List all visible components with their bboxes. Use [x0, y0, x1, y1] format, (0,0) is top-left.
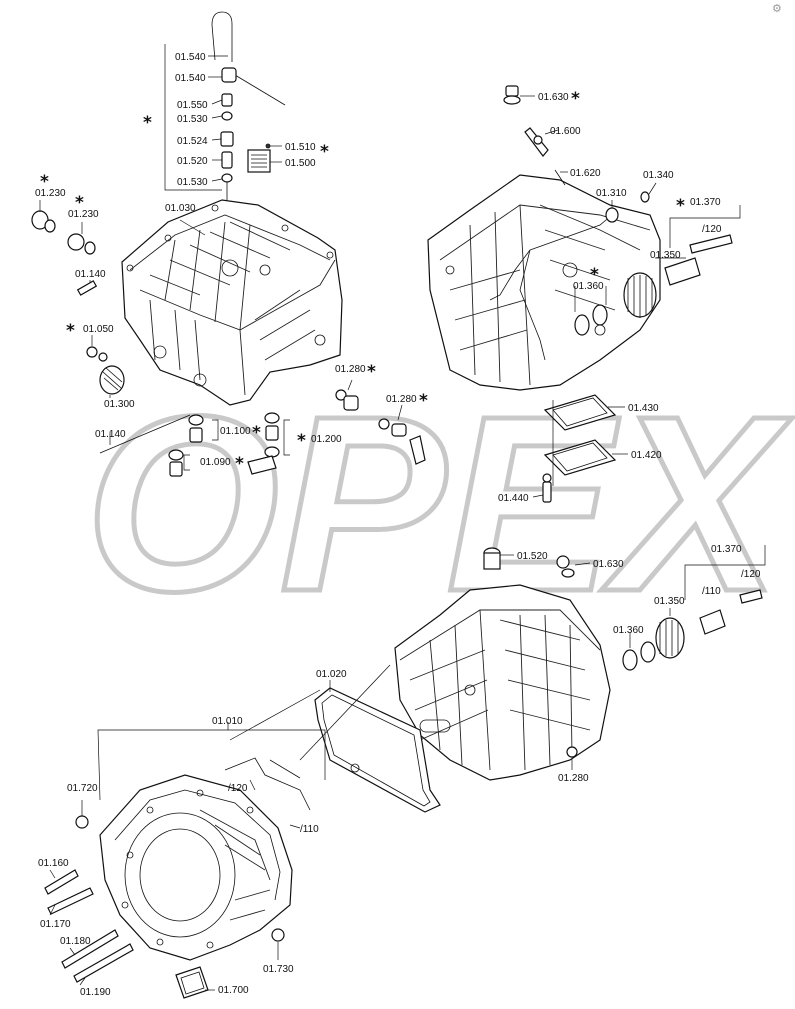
label-01230a: 01.230 — [35, 188, 66, 199]
gearbox-housing-upper-left — [121, 199, 343, 406]
label-01160: 01.160 — [38, 858, 69, 869]
label-01370a: 01.370 — [690, 197, 721, 208]
label-110a: /110 — [702, 586, 721, 597]
label-01510: 01.510 — [285, 142, 316, 153]
label-120a: /120 — [702, 224, 722, 235]
label-01200: 01.200 — [311, 434, 342, 445]
label-01230b: 01.230 — [68, 209, 99, 220]
gearbox-housing-lower-right — [394, 547, 763, 781]
asterisk-icon: * — [235, 454, 244, 474]
label-01540b: 01.540 — [175, 73, 206, 84]
label-120b: /120 — [741, 569, 761, 580]
label-01350b: 01.350 — [654, 596, 685, 607]
label-01440: 01.440 — [498, 493, 529, 504]
label-01100: 01.100 — [220, 426, 251, 437]
asterisk-icon: * — [571, 89, 580, 109]
label-01340: 01.340 — [643, 170, 674, 181]
label-01190: 01.190 — [80, 987, 111, 998]
label-01530a: 01.530 — [177, 114, 208, 125]
label-01524: 01.524 — [177, 136, 208, 147]
label-01280b: 01.280 — [386, 394, 417, 405]
asterisk-icon: * — [320, 142, 329, 162]
label-01500: 01.500 — [285, 158, 316, 169]
label-01530b: 01.530 — [177, 177, 208, 188]
gearbox-housing-upper-right — [427, 174, 661, 391]
label-01360b: 01.360 — [613, 625, 644, 636]
asterisk-icon: * — [367, 362, 376, 382]
label-01090: 01.090 — [200, 457, 231, 468]
label-01630b: 01.630 — [593, 559, 624, 570]
asterisk-icon: * — [590, 265, 599, 285]
label-01370b: 01.370 — [711, 544, 742, 555]
upper-right-small-parts — [503, 85, 733, 503]
label-01140b: 01.140 — [95, 429, 126, 440]
label-01300: 01.300 — [104, 399, 135, 410]
asterisk-icon: * — [143, 113, 152, 133]
asterisk-icon: * — [676, 196, 685, 216]
label-01030: 01.030 — [165, 203, 196, 214]
label-01620: 01.620 — [570, 168, 601, 179]
breather-pipe-assembly — [211, 11, 286, 200]
asterisk-icon: * — [297, 431, 306, 451]
label-01170: 01.170 — [40, 919, 71, 930]
asterisk-markers: * * * * * * * * * * * * * — [40, 89, 685, 474]
label-01280c: 01.280 — [558, 773, 589, 784]
label-01140a: 01.140 — [75, 269, 106, 280]
label-110b: /110 — [300, 824, 319, 835]
label-01520b: 01.520 — [517, 551, 548, 562]
label-01050: 01.050 — [83, 324, 114, 335]
label-01280a: 01.280 — [335, 364, 366, 375]
label-01540a: 01.540 — [175, 52, 206, 63]
asterisk-icon: * — [252, 423, 261, 443]
label-01600: 01.600 — [550, 126, 581, 137]
label-01730: 01.730 — [263, 964, 294, 975]
leader-lines — [39, 44, 766, 991]
left-small-parts — [31, 210, 426, 477]
label-01180: 01.180 — [60, 936, 91, 947]
asterisk-icon: * — [75, 193, 84, 213]
label-01010: 01.010 — [212, 716, 243, 727]
asterisk-icon: * — [66, 321, 75, 341]
label-01700: 01.700 — [218, 985, 249, 996]
watermark-text: OPEX — [85, 364, 793, 643]
clutch-bell-housing — [99, 757, 311, 961]
label-01350a: 01.350 — [650, 250, 681, 261]
corner-gear-icon: ⚙ — [772, 2, 782, 15]
label-01020: 01.020 — [316, 669, 347, 680]
label-01430: 01.430 — [628, 403, 659, 414]
label-01720: 01.720 — [67, 783, 98, 794]
part-labels: 01.540 01.540 01.550 01.530 01.524 01.52… — [35, 52, 761, 998]
bell-housing-bolts — [44, 815, 285, 999]
gasket-01020 — [314, 687, 441, 813]
label-01550: 01.550 — [177, 100, 208, 111]
asterisk-icon: * — [419, 391, 428, 411]
label-01360a: 01.360 — [573, 281, 604, 292]
label-01420: 01.420 — [631, 450, 662, 461]
label-01630a: 01.630 — [538, 92, 569, 103]
label-120c: /120 — [228, 783, 248, 794]
label-01520a: 01.520 — [177, 156, 208, 167]
asterisk-icon: * — [40, 172, 49, 192]
label-01310: 01.310 — [596, 188, 627, 199]
